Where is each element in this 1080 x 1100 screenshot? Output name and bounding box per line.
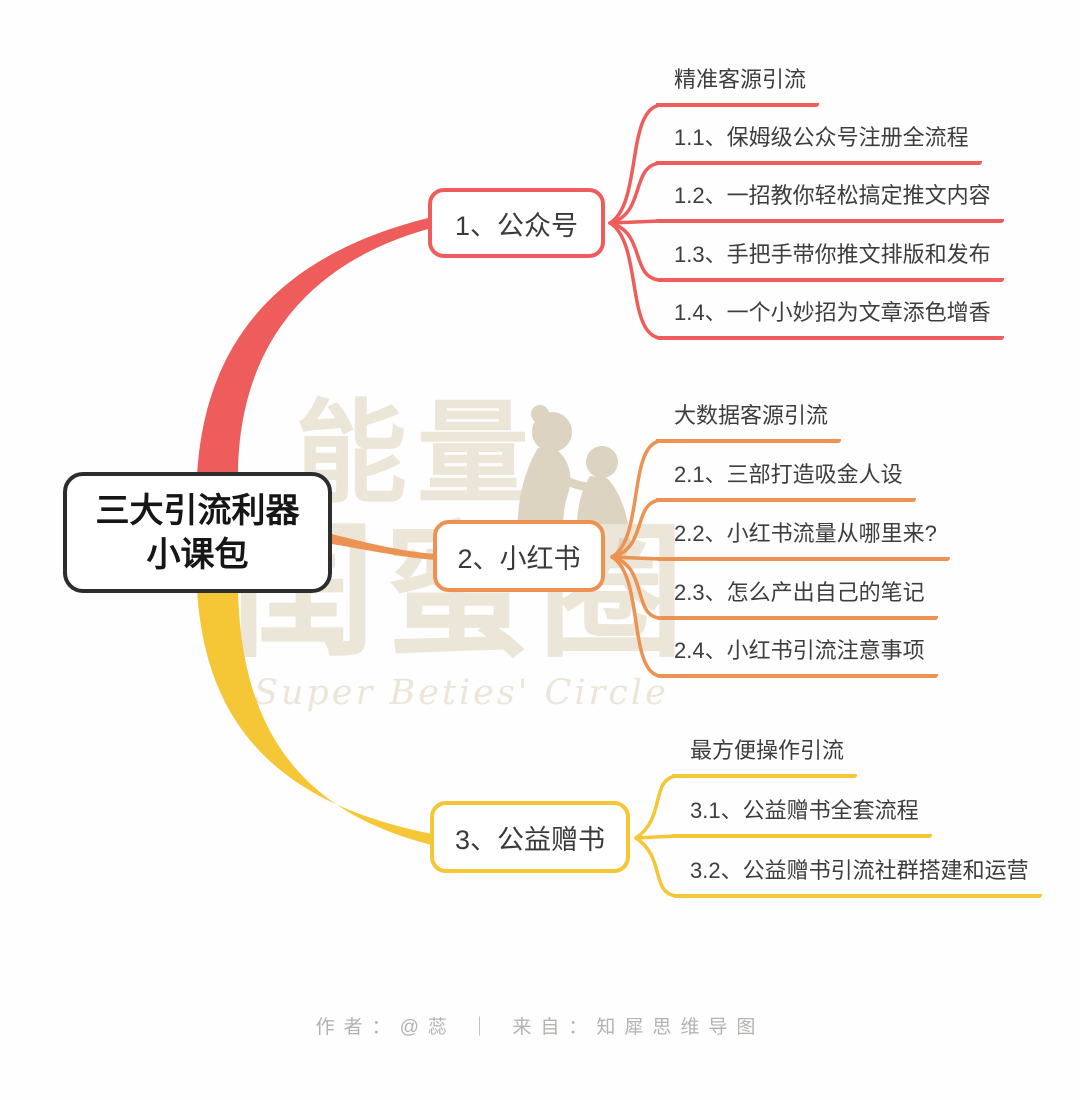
watermark-english: Super Beties' Circle: [254, 673, 669, 713]
subtopic-row: 2.4、小红书引流注意事项: [656, 636, 938, 678]
central-topic-line1: 三大引流利器: [95, 491, 300, 530]
main-curve-branch1: [197, 218, 428, 476]
branch-node-gongyizengshu: 3、公益赠书: [430, 801, 630, 873]
subtopic-header: 大数据客源引流: [656, 401, 842, 443]
branch2-fan: [610, 439, 662, 678]
footer-credit: 作者：@蕊 ｜ 来自：知犀思维导图: [315, 1017, 765, 1038]
subtopic-row: 2.1、三部打造吸金人设: [656, 460, 916, 502]
subtopic-row: 1.1、保姆级公众号注册全流程: [656, 123, 982, 165]
branch3-fan: [634, 774, 678, 898]
subtopic-row: 3.2、公益赠书引流社群搭建和运营: [672, 856, 1042, 898]
subtopic-header: 精准客源引流: [656, 65, 820, 107]
central-topic-line2: 小课包: [146, 535, 249, 574]
subtopic-row: 2.2、小红书流量从哪里来?: [656, 519, 950, 561]
subtopic-row: 3.1、公益赠书全套流程: [672, 796, 932, 838]
watermark-cn-line1: 能量: [295, 388, 539, 519]
branch1-fan: [608, 103, 662, 340]
subtopic-row: 1.3、手把手带你推文排版和发布: [656, 240, 1004, 282]
subtopic-header: 最方便操作引流: [672, 736, 858, 778]
subtopic-row: 1.4、一个小妙招为文章添色增香: [656, 298, 1004, 340]
central-topic: 三大引流利器 小课包: [63, 472, 332, 593]
branch-node-gongzhonghao: 1、公众号: [428, 188, 605, 258]
main-curve-branch3: [197, 590, 432, 845]
main-curve-branch2: [332, 534, 436, 560]
branch-node-xiaohongshu: 2、小红书: [433, 520, 605, 592]
subtopic-row: 1.2、一招教你轻松搞定推文内容: [656, 181, 1004, 223]
subtopic-row: 2.3、怎么产出自己的笔记: [656, 578, 938, 620]
